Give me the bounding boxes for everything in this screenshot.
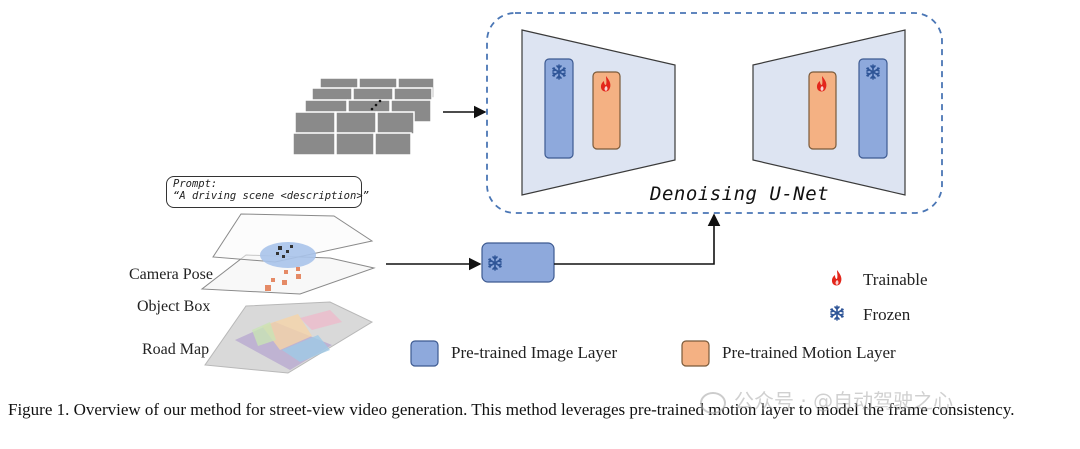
object-box-plane: [200, 254, 376, 295]
unet-label: Denoising U-Net: [650, 183, 830, 205]
watermark-text: 公众号 · @自动驾驶之心: [734, 389, 954, 413]
legend-motion-layer-label: Pre-trained Motion Layer: [722, 343, 896, 362]
encoder-motion-layer: [592, 71, 621, 150]
legend-trainable-label: Trainable: [863, 270, 928, 289]
legend-image-layer-label: Pre-trained Image Layer: [451, 343, 618, 362]
encoder-to-unet-arrow: [554, 213, 721, 265]
encoder-image-layer: [544, 58, 574, 159]
object-box-label: Object Box: [137, 298, 211, 315]
snowflake-icon: [830, 305, 844, 321]
legend-image-layer-swatch: [410, 340, 439, 367]
prompt-text: “A driving scene <description>”: [173, 190, 369, 202]
camera-pose-label: Camera Pose: [129, 266, 213, 283]
fire-icon: [831, 270, 842, 286]
caption-text: Figure 1. Overview of our method for str…: [8, 400, 1015, 419]
wechat-logo-icon: [700, 391, 726, 414]
prompt-title: Prompt:: [173, 178, 218, 190]
legend-motion-layer-swatch: [681, 340, 710, 367]
noisy-frames-stack: [292, 77, 435, 156]
road-map-plane: [204, 301, 374, 374]
decoder-image-layer: [858, 58, 888, 159]
decoder-motion-layer: [808, 71, 837, 150]
prompt-bubble: Prompt: “A driving scene <description>”: [166, 176, 369, 208]
figure-caption: Figure 1. Overview of our method for str…: [8, 398, 1076, 422]
road-map-label: Road Map: [142, 341, 210, 358]
camera-pose-plane: [212, 213, 374, 274]
condition-encoder-block: [481, 242, 555, 283]
watermark: 公众号 · @自动驾驶之心: [700, 385, 953, 414]
unet-dashed-container: [486, 12, 943, 214]
legend-frozen-label: Frozen: [863, 305, 911, 324]
